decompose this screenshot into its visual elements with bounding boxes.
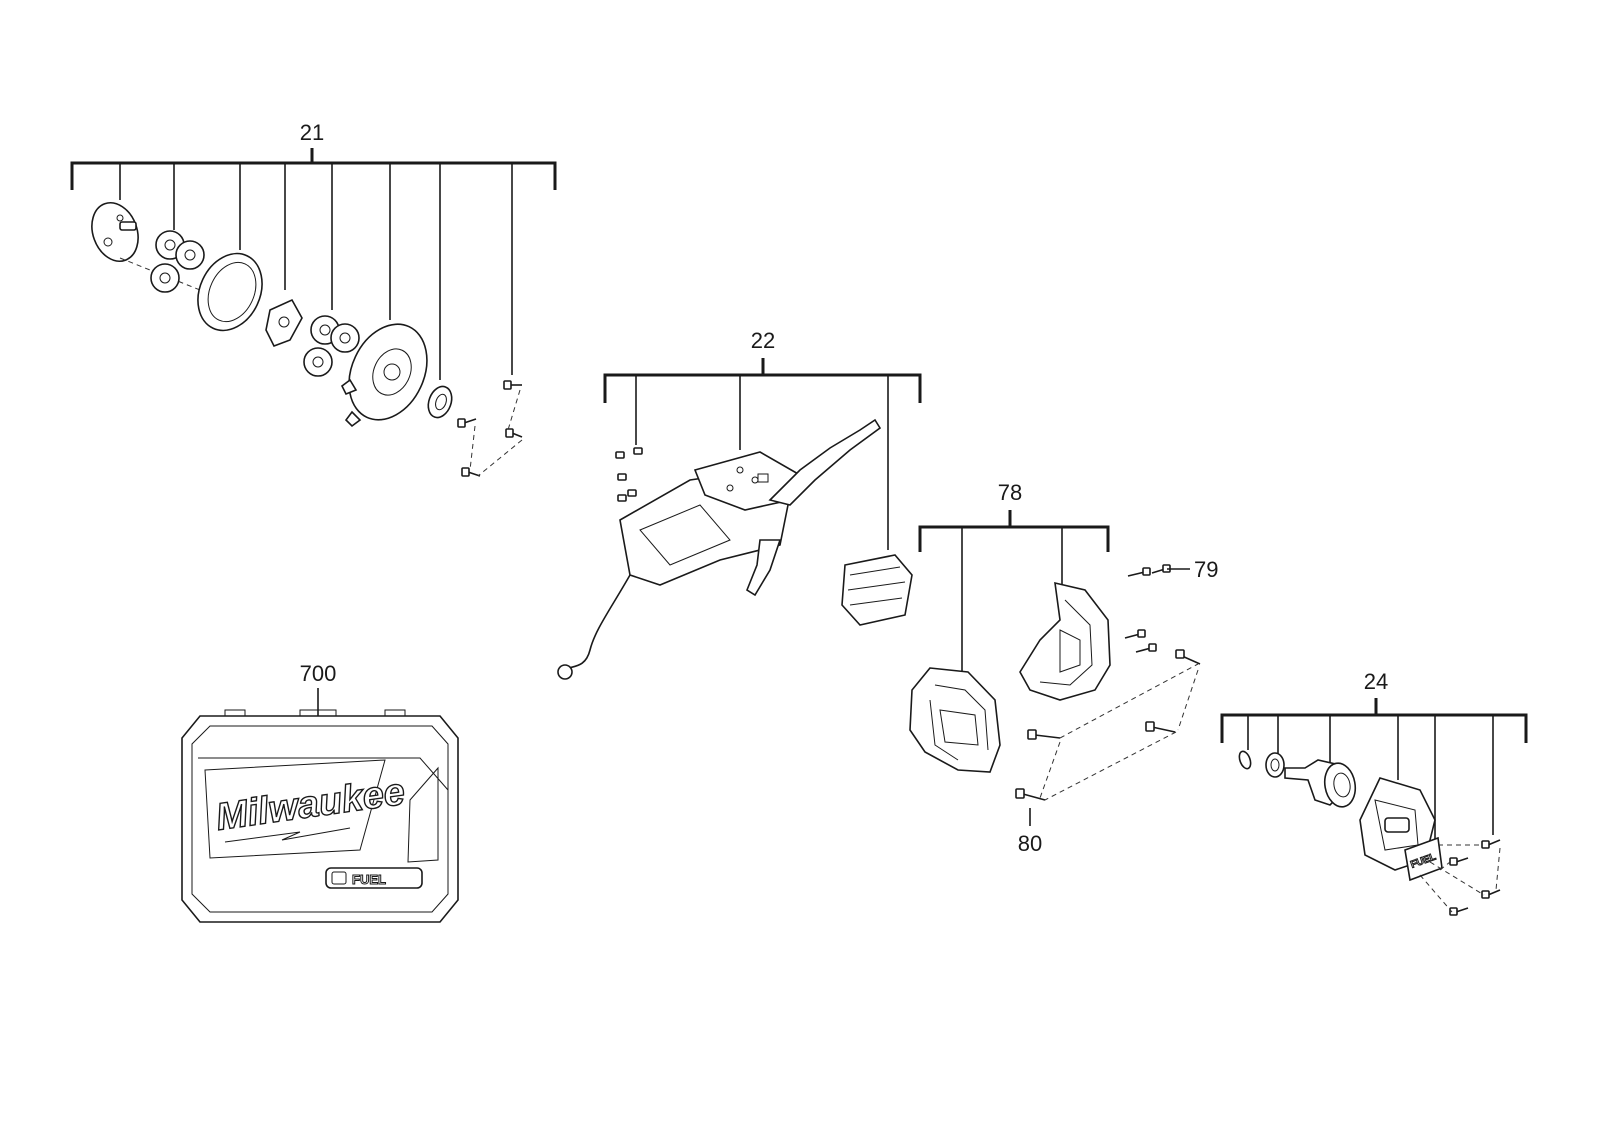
gear-housing-plate-part [340,323,428,428]
washer-part [1238,750,1252,770]
rotor-bearing-part [1265,752,1285,778]
sun-gear-carrier-part [265,298,303,348]
bracket-22 [603,358,922,403]
callout-79: 79 [1194,557,1218,582]
callout-80: 80 [1018,831,1042,856]
pcb-screws-part [615,447,643,502]
gearbox-screws-part [457,380,523,477]
carrying-case-700: 700 Milwaukee FUEL [181,661,459,923]
bracket-21 [70,148,557,190]
planet-gears-stage1-part [150,230,205,293]
assembly-78: 78 79 [909,480,1218,856]
bearing-part [427,385,453,419]
carrier-plate-part [91,202,139,262]
assembly-24: 24 FUEL [1220,669,1528,916]
housing-bolts-80-part [1015,649,1201,826]
case-fuel-badge: FUEL [352,872,386,887]
motor-stator-part [841,554,913,626]
planet-gears-stage2-part [303,315,360,377]
callout-22: 22 [751,328,775,353]
callout-78: 78 [998,480,1022,505]
fuel-badge-part: FUEL [1404,836,1443,882]
housing-front-half-part [909,667,1001,773]
housing-screws-79-part [1124,564,1190,653]
callout-700: 700 [300,661,337,686]
bracket-78 [918,510,1110,552]
callout-24: 24 [1364,669,1388,694]
rotor-part [1284,759,1357,808]
bracket-24 [1220,698,1528,743]
end-cap-screws-part [1419,839,1501,916]
ring-gear-part [197,252,263,332]
housing-rear-half-part [1019,581,1111,701]
callout-21: 21 [300,120,324,145]
assembly-22: 22 [557,328,922,680]
handle-electronics-module-part [557,418,882,680]
assembly-21: 21 [70,120,557,477]
